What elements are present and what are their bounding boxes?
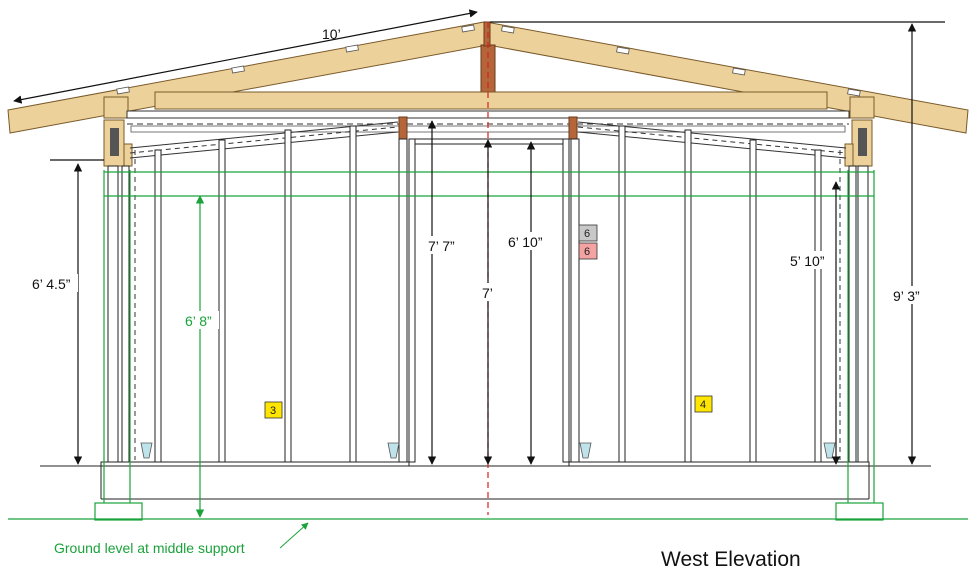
tag-6-pink-label: 6 [584, 246, 590, 258]
ground-level-label: Ground level at middle support [54, 540, 245, 556]
tag-3-label: 3 [270, 405, 276, 417]
left-wall-height-label: 6’ 4.5” [32, 276, 71, 292]
rafter-length-label: 10’ [322, 26, 341, 42]
door-height-label: 6’ 10” [508, 234, 543, 250]
right-inner-height-label: 5’ 10” [790, 253, 825, 269]
anchor-brackets [140, 442, 836, 459]
tag-6-grey-label: 6 [584, 228, 590, 240]
door-opening-label: 7’ 7” [428, 238, 455, 254]
corner-brackets [103, 119, 873, 167]
floor-plates [40, 461, 931, 500]
footings [94, 170, 884, 521]
tag-3: 3 [264, 401, 283, 419]
green-height-label: 6’ 8” [185, 313, 212, 329]
tag-6-grey: 6 [578, 224, 598, 242]
dimension-lines [13, 9, 945, 465]
wall-studs [107, 125, 869, 463]
overall-height-label: 9’ 3” [893, 288, 920, 304]
tie-beam [103, 91, 875, 133]
tag-4-label: 4 [700, 399, 706, 411]
centerline-height-label: 7’ [482, 285, 493, 301]
tag-4: 4 [694, 395, 713, 413]
drawing-title: West Elevation [661, 548, 801, 571]
ground-leader [279, 522, 309, 549]
tag-6-pink: 6 [578, 242, 598, 260]
